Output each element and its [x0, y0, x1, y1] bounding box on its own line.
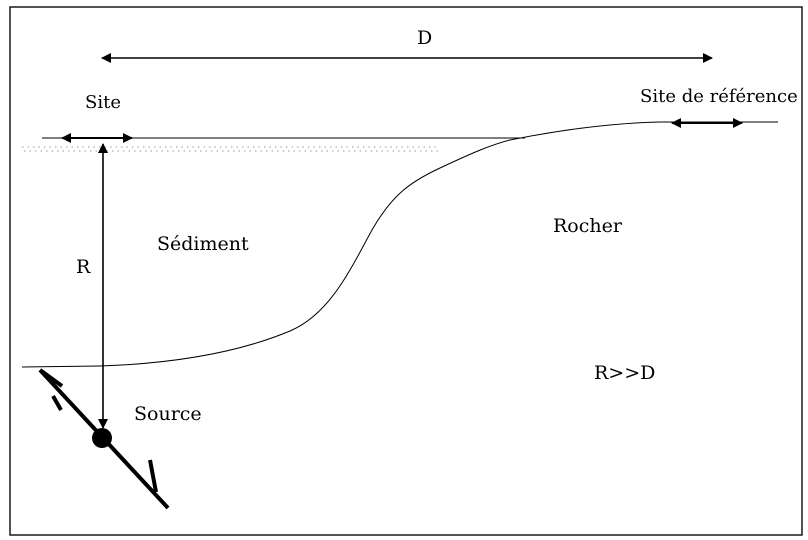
figure-frame	[9, 6, 803, 536]
distance-d-label: D	[417, 27, 432, 49]
sediment-label: Sédiment	[157, 233, 249, 255]
site-label: Site	[85, 92, 121, 113]
fault-source-symbol	[38, 368, 170, 510]
condition-label: R>>D	[594, 362, 655, 384]
sediment-rock-interface	[21, 121, 778, 368]
distance-r-label: R	[76, 256, 91, 278]
reference-site-label: Site de référence	[640, 86, 798, 107]
rock-label: Rocher	[553, 215, 623, 237]
source-label: Source	[134, 403, 202, 425]
